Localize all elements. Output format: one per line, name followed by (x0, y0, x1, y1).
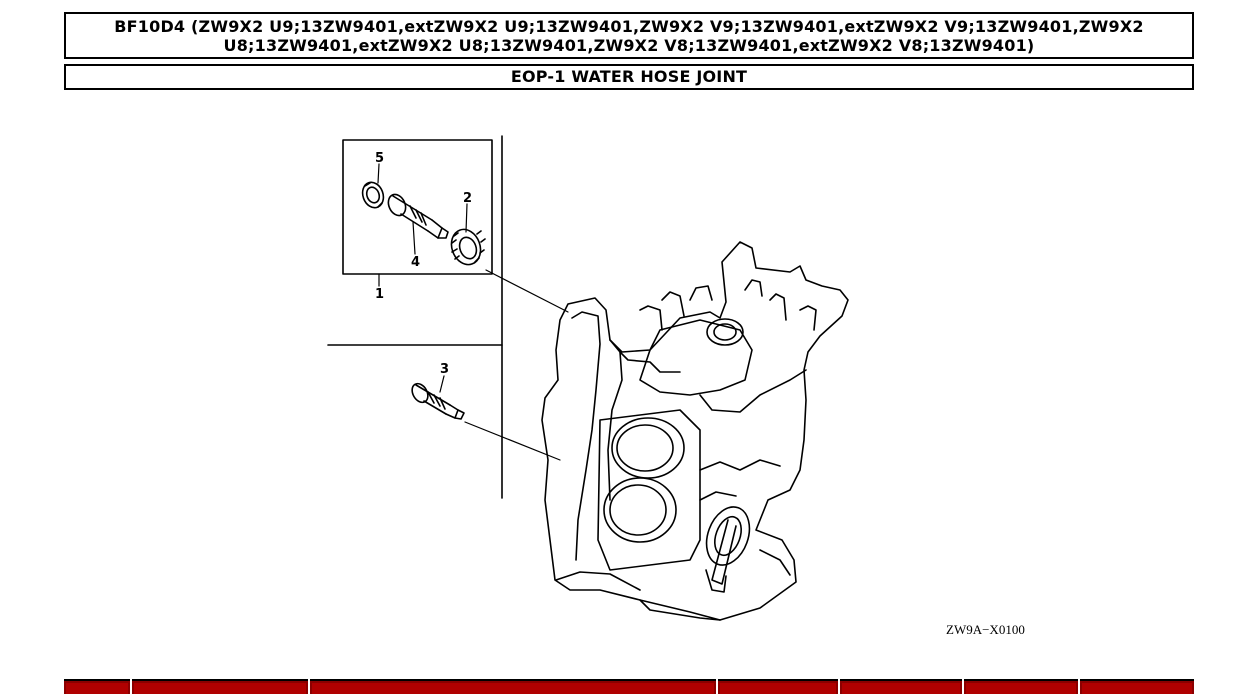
leader-lines (377, 163, 569, 461)
model-text: BF10D4 (ZW9X2 U9;13ZW9401,extZW9X2 U9;13… (114, 17, 1144, 55)
callout-4: 4 (411, 255, 420, 270)
table-col-5 (840, 679, 962, 694)
section-title-text: EOP-1 WATER HOSE JOINT (510, 67, 748, 86)
joint-part (411, 382, 465, 420)
engine-block (541, 241, 849, 621)
table-col-4 (718, 679, 838, 694)
assembly-box (327, 135, 503, 499)
callout-5: 5 (375, 151, 384, 166)
callout-2: 2 (463, 191, 472, 206)
washer-part (361, 181, 385, 209)
table-col-7 (1080, 679, 1194, 694)
section-title: EOP-1 WATER HOSE JOINT (64, 64, 1194, 90)
drawing-code: ZW9A−X0100 (946, 622, 1025, 637)
nut-part (450, 228, 486, 266)
model-header: BF10D4 (ZW9X2 U9;13ZW9401,extZW9X2 U9;13… (64, 12, 1194, 59)
callout-labels: 5 2 4 1 3 (375, 151, 472, 377)
table-col-2 (132, 679, 308, 694)
table-col-6 (964, 679, 1078, 694)
table-col-3 (310, 679, 716, 694)
callout-1: 1 (375, 287, 384, 302)
table-col-1 (64, 679, 130, 694)
hose-joint-part (387, 193, 449, 239)
callout-3: 3 (440, 362, 449, 377)
